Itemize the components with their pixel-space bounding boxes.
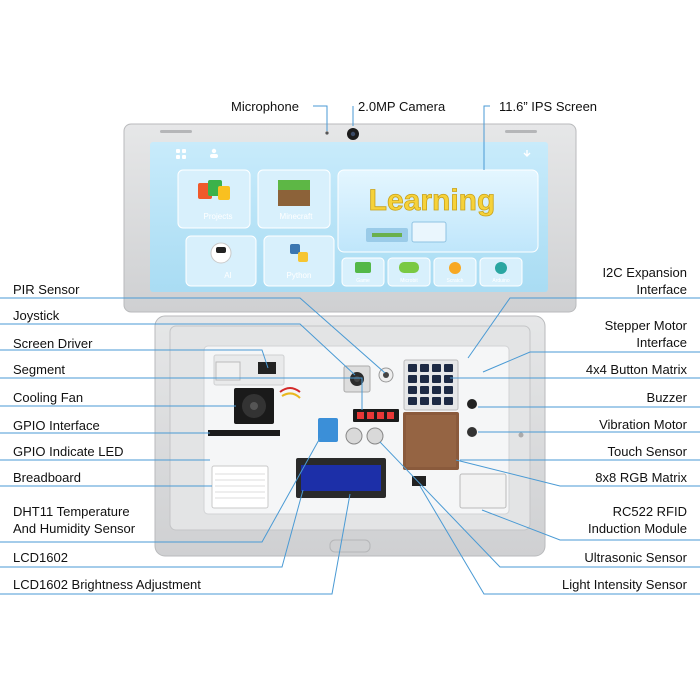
label-button-matrix: 4x4 Button Matrix [585,362,687,377]
label-lcd1602: LCD1602 [13,550,68,565]
screen-driver-chip [258,362,276,374]
label-vibration-motor: Vibration Motor [599,417,687,432]
app-label-microbit: Microbit [400,278,418,284]
label-screen: 11.6” IPS Screen [499,99,598,114]
app-label-python: Python [287,271,312,280]
label-rfid-line1: RC522 RFID [612,504,687,519]
dht11-shape [318,418,338,442]
label-dht11-line2: And Humidity Sensor [13,521,136,536]
label-gpio-led: GPIO Indicate LED [13,444,124,459]
label-camera: 2.0MP Camera [358,99,446,114]
label-stepper-line1: Stepper Motor [604,318,687,333]
label-pir-sensor: PIR Sensor [13,282,80,297]
app-label-arduino: Arduino [492,278,509,284]
label-touch-sensor: Touch Sensor [607,444,688,459]
gpio-header-shape [208,430,280,436]
label-breadboard: Breadboard [13,470,81,485]
vibration-motor-shape [467,427,477,437]
app-label-scratch: Scratch [447,278,464,284]
label-dht11-line1: DHT11 Temperature [13,504,130,519]
learning-title: Learning [369,184,496,217]
label-light-sensor: Light Intensity Sensor [561,577,687,592]
leader-lines [0,105,700,595]
breadboard-shape [211,465,269,509]
label-microphone: Microphone [231,99,299,114]
app-label-projects: Projects [204,212,233,221]
label-segment: Segment [13,362,66,377]
label-buzzer: Buzzer [646,390,687,405]
lcd-screen: Projects Minecraft AI Python Game Microb… [150,142,548,292]
label-screen-driver: Screen Driver [13,336,93,351]
microphone-hole [325,131,329,135]
app-label-minecraft: Minecraft [280,212,314,221]
label-ultrasonic: Ultrasonic Sensor [584,550,687,565]
label-i2c-line2: Interface [636,282,687,297]
label-stepper-line2: Interface [636,335,687,350]
ultrasonic-shape [345,427,363,445]
label-rgb-matrix: 8x8 RGB Matrix [595,470,687,485]
buzzer-shape [467,399,477,409]
app-tile-projects [177,169,251,229]
lcd1602-shape [301,465,381,491]
label-lcd-brightness: LCD1602 Brightness Adjustment [13,577,201,592]
label-gpio-interface: GPIO Interface [13,418,100,433]
laptop-base [154,315,546,557]
label-joystick: Joystick [13,308,60,323]
label-rfid-line2: Induction Module [587,521,687,536]
rfid-module-shape [459,473,507,509]
app-label-ai: AI [224,271,232,280]
label-i2c-line1: I2C Expansion [602,265,687,280]
app-label-game: Game [356,278,370,284]
label-cooling-fan: Cooling Fan [13,390,84,405]
